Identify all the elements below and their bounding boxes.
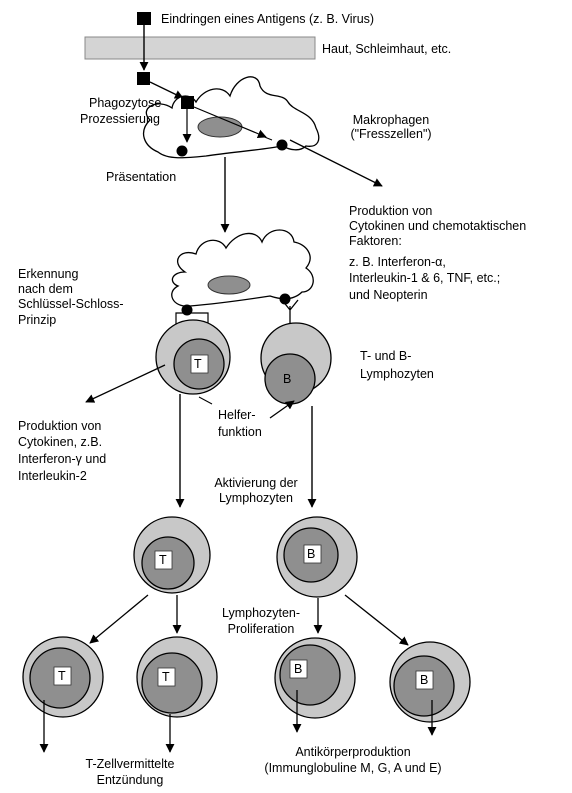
macrophage-cytokines-line-4: z. B. Interferon-α,: [349, 255, 446, 269]
recognition-line-2: nach dem: [18, 282, 73, 296]
activation-label-line-1: Aktivierung der: [214, 476, 298, 490]
b-outcome-label-line-2: (Immunglobuline M, G, A und E): [264, 761, 442, 775]
processing-label: Prozessierung: [80, 112, 160, 126]
activated-t-lymphocyte: [133, 516, 211, 594]
antigen-square-top: [137, 12, 151, 25]
macrophage-cell: [142, 76, 320, 159]
helper-pointer-line: [198, 396, 213, 405]
b-cell-receptor: [281, 299, 299, 325]
proliferated-b-lymphocyte-1: [274, 637, 356, 719]
lymphocytes-label-line-1: T- und B-: [360, 349, 412, 363]
b-proliferation-arrow-right: [344, 594, 409, 646]
antigen-square-in-macrophage: [181, 96, 194, 109]
proliferated-t-lymphocyte-2: [136, 636, 218, 718]
macrophage-nucleus: [197, 116, 243, 138]
proliferated-t-lymphocyte-1: [22, 636, 104, 718]
recognition-line-1: Erkennung: [18, 267, 79, 281]
macrophage-cytokines-line-3: Faktoren:: [349, 234, 402, 248]
barrier-label: Haut, Schleimhaut, etc.: [322, 42, 452, 56]
phagocytosis-arrow: [149, 81, 184, 99]
mhc-contact-right: [279, 293, 291, 305]
recognition-line-4: Prinzip: [18, 313, 57, 327]
macrophage-note-label: ("Fresszellen"): [350, 127, 432, 141]
recognition-line-3: Schlüssel-Schloss-: [18, 297, 124, 311]
b-activated-letter: B: [307, 547, 316, 561]
helper-label-line-1: Helfer-: [218, 408, 256, 422]
presentation-label: Präsentation: [106, 170, 177, 184]
t-proliferation-arrow-left: [89, 594, 149, 644]
activated-b-lymphocyte: [276, 516, 358, 598]
macrophage-name-label: Makrophagen: [352, 113, 430, 127]
macrophage-cytokines-line-2: Cytokinen und chemotaktischen: [349, 219, 527, 233]
b-cell-letter: B: [283, 372, 292, 386]
proliferation-label-line-2: Proliferation: [227, 622, 295, 636]
b-proliferated-letter-2: B: [420, 673, 429, 687]
b-outcome-label-line-1: Antikörperproduktion: [295, 745, 411, 759]
cytokine-release-arrow: [289, 139, 383, 187]
presentation-receptor-left: [176, 145, 188, 157]
macrophage-cytokines-line-1: Produktion von: [349, 204, 433, 218]
t-cytokines-line-4: Interleukin-2: [18, 469, 87, 483]
t-cytokines-line-1: Produktion von: [18, 419, 102, 433]
t-cytokines-line-3: Interferon-γ und: [18, 452, 107, 466]
macrophage-cytokines-line-5: Interleukin-1 & 6, TNF, etc.;: [349, 271, 501, 285]
skin-barrier-band: [84, 36, 316, 60]
macrophage-cytokines-line-6: und Neopterin: [349, 288, 428, 302]
t-activated-letter: T: [159, 553, 167, 567]
helper-function-arrow: [269, 400, 295, 419]
t-cell-cytokine-arrow: [85, 364, 166, 403]
t-lymphocyte: [155, 319, 231, 395]
presenting-macrophage-cell: [171, 229, 314, 307]
t-cytokines-line-2: Cytokinen, z.B.: [18, 435, 103, 449]
mhc-contact-left: [181, 304, 193, 316]
t-cell-letter: T: [194, 357, 202, 371]
b-lymphocyte: [260, 322, 332, 405]
presentation-receptor-right: [276, 139, 288, 151]
lymphocytes-label-line-2: Lymphozyten: [360, 367, 434, 381]
helper-label-line-2: funktion: [218, 425, 262, 439]
t-outcome-label-line-1: T-Zellvermittelte: [85, 757, 175, 771]
phagocytosis-label: Phagozytose: [89, 96, 162, 110]
t-proliferated-letter-1: T: [58, 669, 66, 683]
antigen-entry-label: Eindringen eines Antigens (z. B. Virus): [161, 12, 375, 26]
antigen-square-below-skin: [137, 72, 150, 85]
t-proliferated-letter-2: T: [162, 670, 170, 684]
proliferation-label-line-1: Lymphozyten-: [221, 606, 301, 620]
processing-arrow-right: [193, 106, 267, 139]
presenting-macrophage-nucleus: [207, 275, 251, 295]
t-outcome-label-line-2: Entzündung: [96, 773, 164, 787]
macrophage-label-pointer: [261, 135, 273, 141]
lock-key-receptor: [175, 312, 209, 325]
activation-label-line-2: Lymphozyten: [219, 491, 293, 505]
proliferated-b-lymphocyte-2: [389, 641, 471, 723]
b-proliferated-letter-1: B: [294, 662, 303, 676]
